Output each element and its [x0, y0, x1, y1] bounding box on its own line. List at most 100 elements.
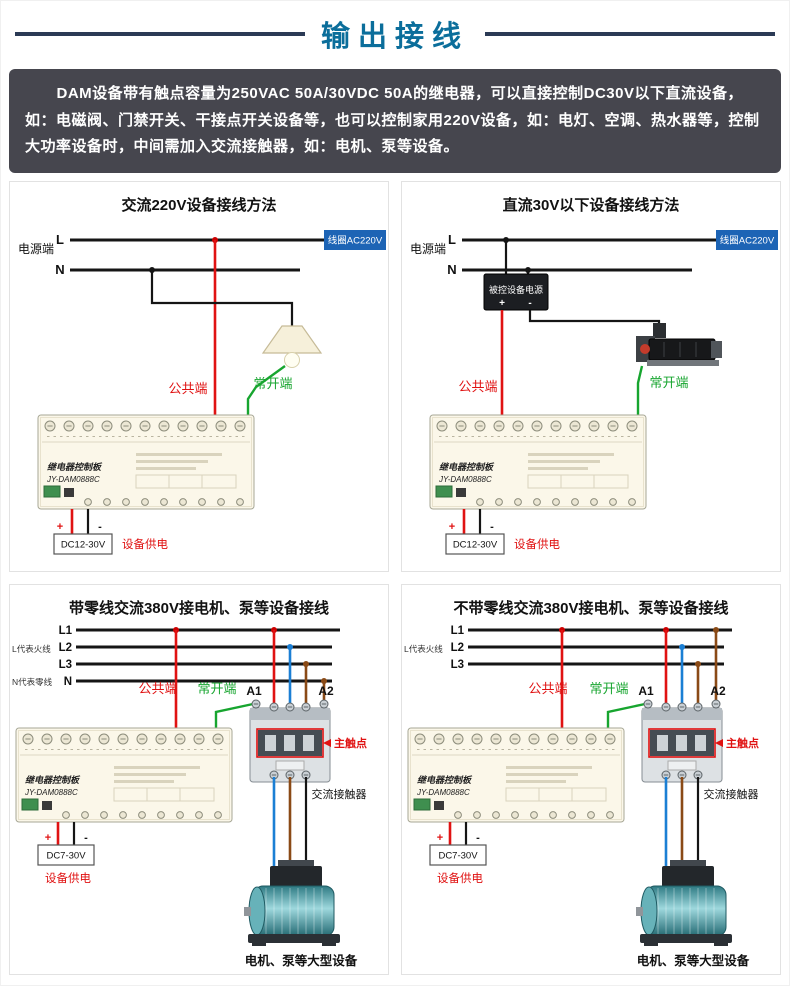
label-l3: L3 [451, 659, 464, 671]
mains-wires [70, 238, 324, 272]
dc-supply-wires [448, 822, 468, 846]
common-wire [559, 627, 565, 729]
label-main-contact: 主触点 [726, 736, 759, 750]
label-controlled-psu: 被控设备电源 [489, 284, 543, 295]
dc-supply-wires [70, 509, 90, 535]
relay-board [430, 415, 646, 509]
label-l2: L2 [451, 642, 464, 654]
lamp-icon [262, 325, 322, 369]
label-dc-range: DC12-30V [453, 540, 498, 551]
label-l2: L2 [59, 642, 72, 654]
label-normally-open: 常开端 [649, 375, 688, 390]
label-normally-open: 常开端 [253, 376, 292, 391]
coil-tag-label: 线圈AC220V [328, 235, 383, 247]
lamp-feed-wire [149, 267, 294, 327]
label-line-n: N [447, 262, 456, 277]
normally-open-wire [214, 702, 254, 729]
panel-dc30: 直流30V以下设备接线方法 电源端 L N 线圈AC220V 被控 [401, 181, 781, 573]
common-wire [212, 237, 218, 417]
label-psu-plus: + [499, 298, 505, 309]
label-psu-minus: - [528, 298, 531, 309]
label-common: 公共端 [528, 681, 567, 696]
relay-board [38, 415, 254, 509]
label-a2: A2 [318, 684, 334, 698]
label-minus: - [476, 832, 480, 844]
label-plus: + [449, 521, 455, 533]
label-motor: 电机、泵等大型设备 [245, 953, 358, 968]
common-wire [173, 627, 179, 729]
controlled-psu-box [483, 273, 549, 311]
main-contact-arrow-icon [715, 739, 723, 748]
label-minus: - [84, 832, 88, 844]
label-power-end: 电源端 [18, 242, 54, 256]
label-dc-range: DC7-30V [438, 851, 478, 862]
psu-feed-wires [503, 237, 531, 275]
panel-ac220: 交流220V设备接线方法 电源端 L N 线圈AC220V [9, 181, 389, 573]
normally-open-wire [636, 365, 644, 417]
motor-icon [635, 859, 733, 947]
diagram-dc30: 电源端 L N 线圈AC220V 被控设备电源 + - [410, 230, 778, 555]
mains-wires [76, 628, 340, 683]
label-device-power: 设备供电 [122, 537, 168, 551]
label-l1: L1 [59, 625, 73, 637]
label-power-end: 电源端 [410, 242, 446, 256]
dc-supply-box [445, 533, 505, 555]
label-plus: + [57, 521, 63, 533]
label-plus: + [45, 832, 51, 844]
relay-board [408, 728, 624, 822]
note-live: L代表火线 [404, 644, 443, 654]
label-contactor: 交流接触器 [312, 787, 367, 801]
label-n: N [64, 676, 72, 688]
intro-panel: DAM设备带有触点容量为250VAC 50A/30VDC 50A的继电器，可以直… [9, 69, 781, 174]
diagram-ac220: 电源端 L N 线圈AC220V 公共端 [18, 230, 386, 555]
label-device-power: 设备供电 [45, 871, 91, 885]
panel-380-neutral: 带零线交流380V接电机、泵等设备接线 L1 L2 L3 N L代表火线 N代表… [9, 584, 389, 976]
motor-icon [243, 859, 341, 947]
mains-wires [462, 238, 716, 272]
label-line-n: N [55, 262, 64, 277]
label-main-contact: 主触点 [334, 736, 367, 750]
header-rule-right [485, 32, 776, 36]
relay-board [16, 728, 232, 822]
coil-tag-box [716, 230, 778, 251]
phase-wires [663, 627, 719, 709]
label-contactor: 交流接触器 [704, 787, 759, 801]
label-normally-open: 常开端 [589, 681, 628, 696]
label-common: 公共端 [138, 681, 177, 696]
panel-380: 不带零线交流380V接电机、泵等设备接线 L1 L2 L3 L代表火线 [401, 584, 781, 976]
intro-text: DAM设备带有触点容量为250VAC 50A/30VDC 50A的继电器，可以直… [25, 85, 760, 156]
label-line-l: L [448, 232, 456, 247]
label-common: 公共端 [168, 381, 207, 396]
mains-wires [468, 628, 732, 666]
coil-tag-box [324, 230, 386, 251]
header-rule-left [15, 32, 305, 36]
label-normally-open: 常开端 [197, 681, 236, 696]
label-minus: - [490, 521, 494, 533]
panel-380-title: 不带零线交流380V接电机、泵等设备接线 [453, 600, 729, 618]
label-device-power: 设备供电 [514, 537, 560, 551]
label-a1: A1 [246, 684, 262, 698]
diagram-380-neutral: L1 L2 L3 N L代表火线 N代表零线 [12, 625, 367, 968]
coil-tag-label: 线圈AC220V [720, 235, 775, 247]
label-l3: L3 [59, 659, 72, 671]
diagram-grid: 交流220V设备接线方法 电源端 L N 线圈AC220V [1, 181, 789, 985]
dc-supply-wires [462, 509, 482, 535]
label-minus: - [98, 521, 102, 533]
label-l1: L1 [451, 625, 465, 637]
dc-supply-box [37, 844, 95, 866]
label-a1: A1 [638, 684, 654, 698]
diagram-380: L1 L2 L3 L代表火线 [404, 625, 759, 968]
label-device-power: 设备供电 [437, 871, 483, 885]
dc-supply-wires [56, 822, 76, 846]
normally-open-wire [606, 702, 646, 729]
page-header: 输出接线 [1, 1, 789, 59]
ac-contactor [642, 700, 722, 782]
solenoid-valve-icon [635, 322, 723, 367]
phase-wires [271, 627, 327, 709]
note-neutral: N代表零线 [12, 677, 53, 687]
panel-380-neutral-title: 带零线交流380V接电机、泵等设备接线 [68, 600, 330, 618]
label-plus: + [437, 832, 443, 844]
dc-supply-box [53, 533, 113, 555]
panel-ac220-title: 交流220V设备接线方法 [121, 197, 277, 215]
